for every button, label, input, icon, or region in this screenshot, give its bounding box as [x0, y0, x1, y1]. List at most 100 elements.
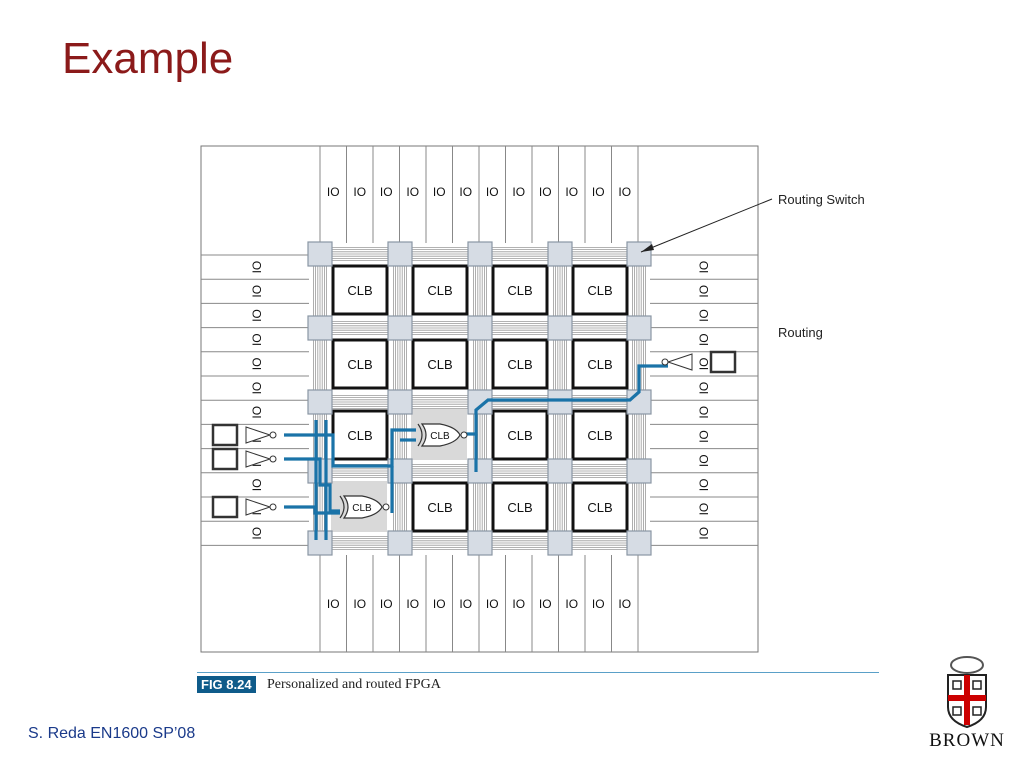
routing-switch [467, 315, 493, 341]
routing-switch [387, 389, 413, 415]
routing-switch [547, 315, 573, 341]
inverter-bubble [269, 455, 277, 463]
routing-switch [467, 530, 493, 556]
routing-switch [307, 389, 333, 415]
clb-label: CLB [352, 503, 372, 514]
io-pad [709, 350, 737, 374]
io-label-bottom: IO [459, 597, 472, 611]
clb-label: CLB [427, 357, 452, 372]
routing-switch [547, 458, 573, 484]
io-buffer [245, 426, 272, 444]
clb-block [411, 481, 469, 533]
io-label-right: IO [697, 503, 711, 516]
io-label-bottom: IO [327, 597, 340, 611]
io-label-top: IO [327, 185, 340, 199]
figure-caption: FIG 8.24 Personalized and routed FPGA [197, 672, 879, 695]
clb-block [331, 409, 389, 461]
routing-switch [626, 241, 652, 267]
io-label-top: IO [380, 185, 393, 199]
slide-title: Example [62, 34, 234, 83]
io-label-bottom: IO [592, 597, 605, 611]
routing-switch [387, 315, 413, 341]
io-label-bottom: IO [539, 597, 552, 611]
footer-author: S. Reda EN1600 SP’08 [28, 725, 196, 742]
clb-label: CLB [427, 283, 452, 298]
brown-shield-logo [947, 656, 987, 729]
io-label-bottom: IO [565, 597, 578, 611]
clb-block [571, 264, 629, 316]
routing-switch [387, 241, 413, 267]
io-pad [211, 447, 239, 471]
inverter-bubble [269, 431, 277, 439]
routing-switch-arrowhead [641, 244, 654, 252]
routing-switch [307, 315, 333, 341]
io-label-bottom: IO [380, 597, 393, 611]
clb-label: CLB [347, 357, 372, 372]
clb-label: CLB [507, 283, 532, 298]
clb-label: CLB [587, 500, 612, 515]
routing-switch [467, 458, 493, 484]
clb-label: CLB [347, 283, 372, 298]
xor-output-bubble [460, 431, 468, 439]
xor-gate-input-curve [417, 423, 423, 447]
clb-label: CLB [507, 428, 532, 443]
io-label-bottom: IO [512, 597, 525, 611]
clb-block [411, 264, 469, 316]
io-label-top: IO [353, 185, 366, 199]
io-label-right: IO [697, 382, 711, 395]
clb-label: CLB [427, 500, 452, 515]
io-label-left: IO [250, 527, 264, 540]
xor-output-bubble [382, 503, 390, 511]
io-label-left: IO [250, 261, 264, 274]
routed-net [462, 364, 668, 436]
io-buffer [666, 353, 693, 371]
clb-block [491, 481, 549, 533]
clb-block [571, 481, 629, 533]
io-pad [211, 495, 239, 519]
clb-label: CLB [587, 357, 612, 372]
clb-label: CLB [430, 431, 450, 442]
io-label-top: IO [486, 185, 499, 199]
io-label-right: IO [697, 309, 711, 322]
clb-label: CLB [587, 283, 612, 298]
io-label-right: IO [697, 358, 711, 371]
io-label-top: IO [618, 185, 631, 199]
clb-block [491, 409, 549, 461]
io-label-right: IO [697, 406, 711, 419]
io-label-top: IO [459, 185, 472, 199]
io-label-left: IO [250, 309, 264, 322]
io-buffer [245, 498, 272, 516]
clb-block [331, 338, 389, 390]
routing-switch [547, 389, 573, 415]
io-label-top: IO [592, 185, 605, 199]
clb-label: CLB [587, 428, 612, 443]
xor-gate [342, 495, 383, 519]
io-label-right: IO [697, 333, 711, 346]
io-label-bottom: IO [486, 597, 499, 611]
io-label-bottom: IO [433, 597, 446, 611]
clb-label: CLB [347, 428, 372, 443]
clb-block [331, 264, 389, 316]
routing-switch [547, 241, 573, 267]
routing-switch [387, 530, 413, 556]
io-label-top: IO [565, 185, 578, 199]
routing-switch [467, 389, 493, 415]
io-label-top: IO [539, 185, 552, 199]
clb-label: CLB [507, 500, 532, 515]
routing-switch [467, 241, 493, 267]
xor-gate-input-curve [339, 495, 345, 519]
routing-switch [626, 315, 652, 341]
io-label-right: IO [697, 430, 711, 443]
io-label-left: IO [250, 406, 264, 419]
io-pad [211, 423, 239, 447]
io-label-left: IO [250, 479, 264, 492]
clb-block [491, 264, 549, 316]
clb-block [571, 409, 629, 461]
xor-gate [420, 423, 461, 447]
routing-switch-label: Routing Switch [778, 192, 865, 207]
io-label-top: IO [406, 185, 419, 199]
clb-block [491, 338, 549, 390]
routing-switch-pointer [640, 198, 773, 253]
io-label-bottom: IO [353, 597, 366, 611]
